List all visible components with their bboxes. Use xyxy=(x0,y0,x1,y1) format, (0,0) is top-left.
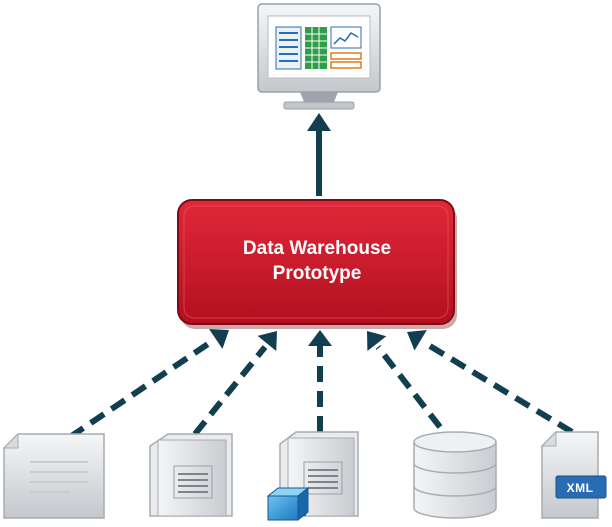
monitor-dashboard-icon xyxy=(257,3,381,110)
server-icon xyxy=(149,433,233,517)
arrowhead-document xyxy=(209,328,229,349)
xml-badge xyxy=(555,475,607,499)
source-arrow-xml xyxy=(423,340,574,435)
arrowhead-server xyxy=(257,331,277,351)
arrowhead-server-cube xyxy=(308,330,332,346)
hub-title-line1: Data Warehouse xyxy=(242,238,392,259)
data-warehouse-hub xyxy=(177,199,457,329)
arrowhead-database xyxy=(367,331,387,351)
document-icon xyxy=(2,432,105,519)
source-arrow-server xyxy=(192,345,268,436)
server-cube-icon xyxy=(266,431,359,522)
output-arrowhead xyxy=(307,113,331,131)
xml-file-icon xyxy=(540,430,607,519)
xml-badge-label: XML xyxy=(566,481,594,495)
database-icon xyxy=(413,431,497,519)
hub-title-line2: Prototype xyxy=(272,263,362,284)
source-arrow-document xyxy=(68,341,210,440)
source-arrow-database xyxy=(375,345,443,429)
blue-cube-icon xyxy=(266,486,310,522)
hub-label: Data Warehouse Prototype xyxy=(182,236,452,286)
arrowhead-xml xyxy=(407,329,427,351)
